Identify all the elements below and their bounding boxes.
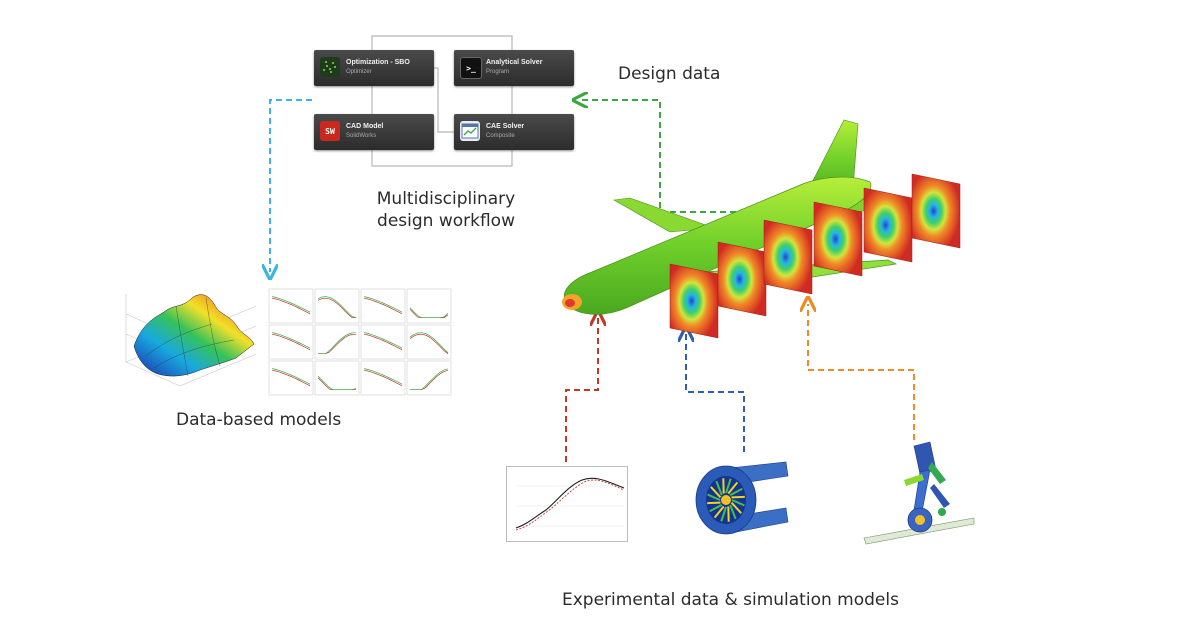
fan-blade — [727, 481, 739, 495]
pressure-slice — [813, 201, 863, 277]
mini-plot — [314, 324, 360, 360]
workflow-node-cae: CAE Solver Composite — [454, 114, 574, 150]
workflow-loop-lines — [371, 35, 513, 167]
workflow-caption-line2: design workflow — [377, 211, 515, 231]
node-subtitle: Composite — [486, 133, 515, 139]
solidworks-icon: SW — [320, 121, 340, 141]
design-data-arrow — [580, 100, 746, 213]
pressure-slice — [763, 219, 813, 295]
mini-plot — [314, 360, 360, 396]
fan-blade — [707, 493, 721, 501]
fan-blade — [710, 486, 722, 498]
node-subtitle: Program — [486, 69, 510, 75]
workflow-node-optimization: Optimization - SBO Optimizer — [314, 50, 434, 86]
fan-blade — [709, 504, 723, 513]
node-subtitle: SolidWorks — [346, 133, 377, 139]
pressure-slices — [669, 173, 961, 339]
mini-plot — [406, 324, 452, 360]
data-models-arrow — [270, 99, 312, 272]
node-title: CAE Solver — [486, 123, 525, 130]
pressure-slice — [911, 173, 961, 249]
mini-plot — [268, 288, 314, 324]
workflow-node-analytical: >_ Analytical Solver Program — [454, 50, 574, 86]
fan-blade — [715, 480, 723, 496]
far-wing — [613, 197, 715, 233]
node-subtitle: Optimizer — [346, 69, 372, 75]
mini-plot — [268, 360, 314, 396]
pressure-slice — [669, 263, 719, 339]
mini-plot — [268, 324, 314, 360]
fan-blade — [731, 499, 745, 507]
workflow-caption: Multidisciplinary design workflow — [377, 188, 515, 232]
workflow-caption-line1: Multidisciplinary — [376, 189, 516, 209]
small-multiples-plot-grid — [268, 288, 452, 396]
landing-gear-model — [863, 441, 975, 545]
mini-plot — [314, 288, 360, 324]
node-title: Optimization - SBO — [346, 59, 410, 66]
cae-window-icon — [460, 121, 480, 141]
landing-gear-orange-arrow — [808, 304, 915, 440]
turbofan-engine-model — [695, 461, 789, 535]
fuselage — [564, 176, 872, 315]
experimental-label: Experimental data & simulation models — [562, 590, 899, 610]
design-data-label: Design data — [618, 64, 721, 84]
fan-blade — [729, 504, 737, 520]
fan-blade — [725, 478, 732, 494]
pressure-slice — [863, 187, 913, 263]
terminal-icon: >_ — [460, 57, 482, 79]
mini-plot — [360, 324, 406, 360]
experimental-line-plot — [506, 466, 628, 542]
aircraft-cfd-model — [562, 119, 961, 339]
fan-blade — [720, 506, 727, 522]
fan-blade — [730, 502, 742, 514]
fan-blade — [729, 487, 743, 496]
mini-plot — [406, 360, 452, 396]
experimental-red-arrow — [565, 318, 598, 462]
workflow-node-cad: SW CAD Model SolidWorks — [314, 114, 434, 150]
node-title: CAD Model — [346, 123, 384, 130]
pressure-slice — [717, 241, 767, 317]
mini-plot — [406, 288, 452, 324]
node-title: Analytical Solver — [486, 59, 543, 66]
fan-blade — [713, 505, 725, 519]
engine-blue-arrow — [686, 334, 745, 452]
mini-plot — [360, 288, 406, 324]
response-surface-plot — [125, 294, 257, 387]
optimizer-scatter-icon — [320, 57, 340, 77]
data-based-models-label: Data-based models — [176, 410, 342, 430]
mini-plot — [360, 360, 406, 396]
